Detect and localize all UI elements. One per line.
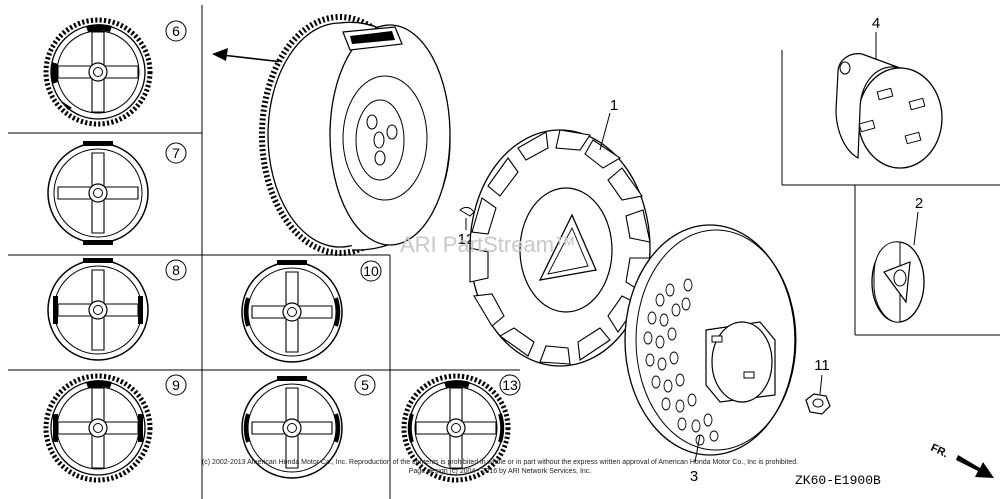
plate-2[interactable]: 2 — [871, 195, 925, 323]
front-direction-arrow: FR. — [929, 442, 994, 478]
svg-text:5: 5 — [361, 377, 369, 393]
cooling-fan-1[interactable]: 1 — [469, 97, 651, 367]
svg-text:7: 7 — [172, 145, 180, 161]
svg-text:6: 6 — [172, 23, 180, 39]
callout-9: 9 — [165, 374, 187, 396]
starter-cup-4[interactable]: 4 — [835, 15, 943, 169]
callout-13: 13 — [499, 374, 521, 396]
callout-7: 7 — [165, 142, 187, 164]
svg-text:9: 9 — [172, 377, 180, 393]
rotor-variant-9[interactable] — [46, 376, 150, 480]
rotor-variant-6[interactable] — [46, 20, 150, 124]
svg-text:10: 10 — [363, 263, 379, 279]
rotor-variant-13[interactable] — [404, 376, 508, 480]
diagram-code: ZK60-E1900B — [795, 473, 881, 488]
flange-nut-11[interactable]: 11 — [805, 357, 831, 415]
callout-10: 10 — [360, 260, 382, 282]
svg-text:4: 4 — [872, 15, 880, 32]
watermark: ARI PartStream™ — [400, 232, 576, 257]
svg-text:3: 3 — [690, 468, 698, 485]
svg-text:2: 2 — [915, 195, 923, 212]
rotor-variant-7[interactable] — [47, 141, 149, 245]
rotor-variant-8[interactable] — [47, 258, 149, 361]
svg-text:13: 13 — [502, 377, 518, 393]
callout-8: 8 — [165, 259, 187, 281]
panel-dividers — [8, 5, 1000, 499]
svg-text:11: 11 — [814, 357, 830, 374]
svg-text:8: 8 — [172, 262, 180, 278]
svg-text:1: 1 — [610, 97, 618, 114]
copyright-line-1: (c) 2002-2013 American Honda Motor Co., … — [202, 459, 798, 466]
copyright-line-2: Page design (c) 2004 - 2016 by ARI Netwo… — [409, 468, 592, 475]
starter-pulley-3[interactable]: 3 — [624, 224, 797, 485]
rotor-variant-5[interactable] — [241, 376, 343, 479]
callout-6: 6 — [165, 20, 187, 42]
flywheel-assembly[interactable] — [259, 14, 451, 256]
callout-5: 5 — [354, 374, 376, 396]
rotor-variant-10[interactable] — [241, 260, 343, 363]
svg-text:FR.: FR. — [929, 442, 950, 460]
